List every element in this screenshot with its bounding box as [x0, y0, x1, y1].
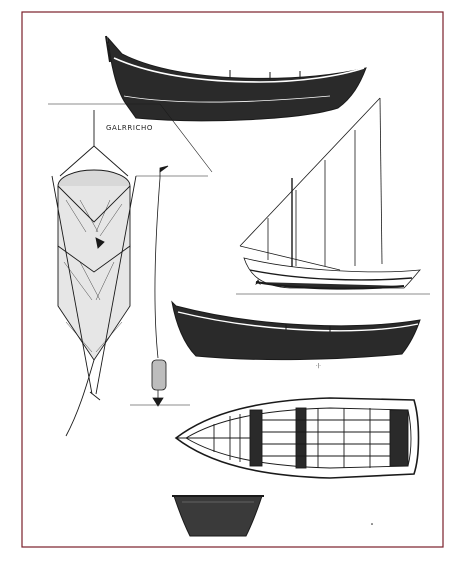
small-boat-side-view [171, 300, 421, 361]
galricho-caption: GALRRICHO [106, 124, 153, 132]
boat-plan-view [174, 397, 420, 479]
galricho-fish-trap [48, 103, 213, 437]
speck-mark [371, 523, 373, 525]
buoy-line-float [130, 165, 208, 407]
top-boat-side-view [105, 35, 367, 122]
scale-mark: ·|· [316, 363, 321, 369]
boat-cross-section [172, 495, 264, 537]
lateen-sailboat [236, 97, 430, 295]
plate-frame [21, 11, 444, 548]
